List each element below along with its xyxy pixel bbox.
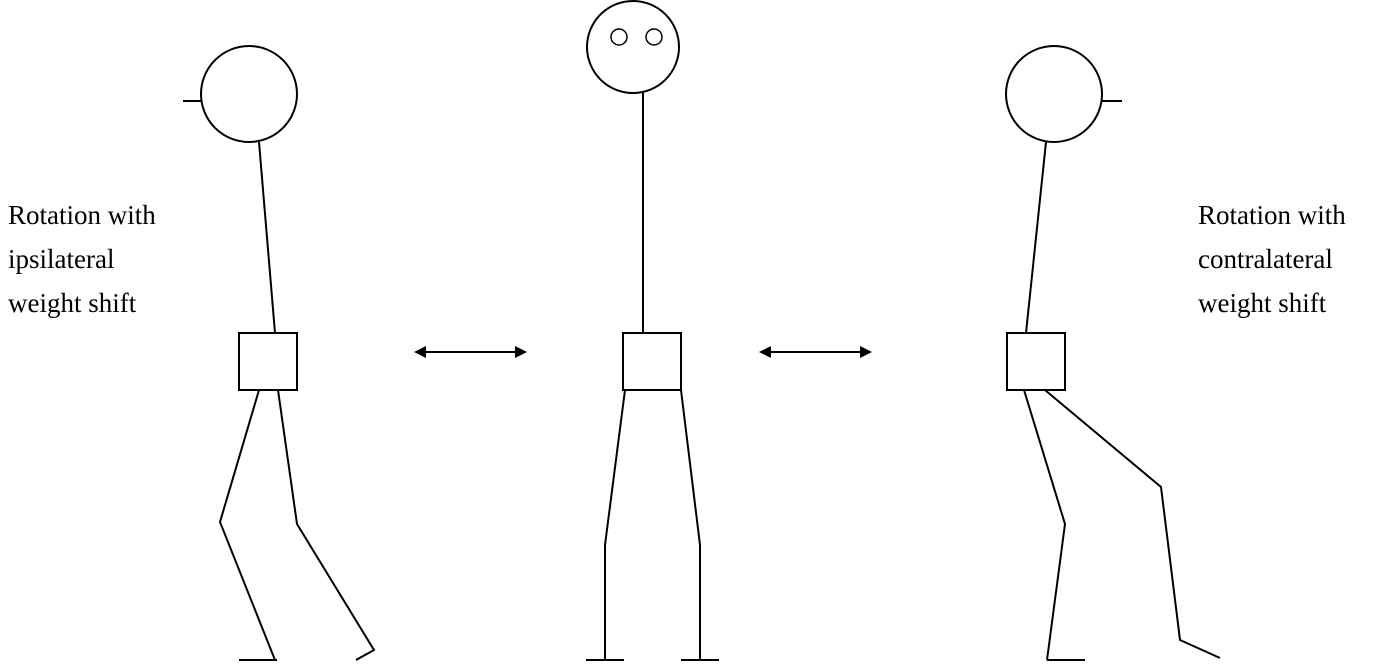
figure-right-leg-back: [1044, 389, 1221, 659]
label-right-line-1: Rotation with: [1198, 200, 1346, 230]
figure-left-pelvis: [238, 332, 298, 391]
figure-left-leg-back: [277, 389, 376, 661]
figure-right-pelvis: [1006, 332, 1066, 391]
label-right-line-2: contralateral: [1198, 244, 1333, 274]
figure-right-head: [1005, 45, 1103, 143]
figure-center-eye-right: [645, 28, 663, 46]
figure-right: [1005, 45, 1221, 661]
figure-left-head: [200, 45, 298, 143]
figure-left: [183, 45, 376, 661]
label-contralateral: Rotation with contralateral weight shift: [1198, 193, 1346, 325]
label-left-line-3: weight shift: [8, 288, 137, 318]
figure-center-leg-left: [604, 389, 626, 660]
figure-center: [586, 0, 719, 661]
figure-center-head: [586, 0, 680, 94]
figure-center-eye-left: [610, 28, 628, 46]
label-right-line-3: weight shift: [1198, 288, 1327, 318]
label-left-line-1: Rotation with: [8, 200, 156, 230]
figure-center-leg-right: [680, 389, 701, 660]
label-left-line-2: ipsilateral: [8, 244, 115, 274]
figure-left-leg-front: [218, 389, 276, 661]
figure-right-leg-stance: [1023, 389, 1067, 661]
figure-right-spine: [1025, 141, 1047, 334]
figure-center-pelvis: [622, 332, 682, 391]
figure-left-spine: [258, 141, 276, 334]
label-ipsilateral: Rotation with ipsilateral weight shift: [8, 193, 156, 325]
